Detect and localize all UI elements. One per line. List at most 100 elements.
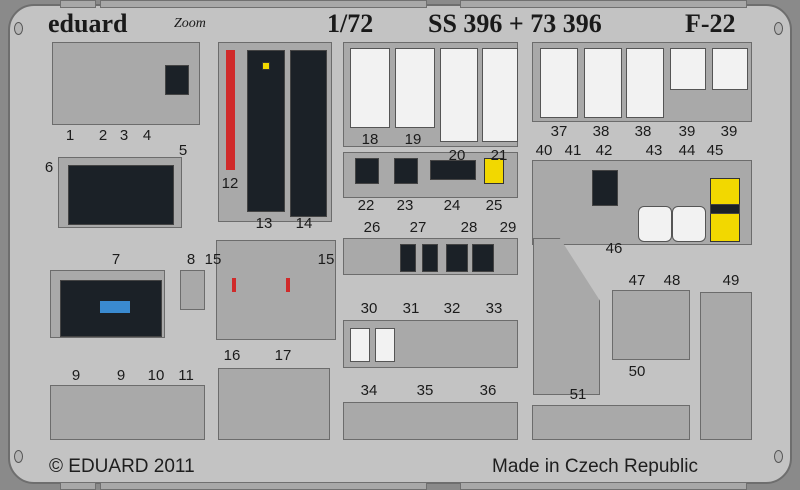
part-23: [394, 158, 418, 184]
part-number-label: 19: [404, 131, 422, 148]
part-49: [700, 292, 752, 440]
part-number-label: 21: [490, 147, 508, 164]
part-number-label: 24: [443, 197, 461, 214]
copyright: © EDUARD 2011: [49, 456, 195, 477]
part-30: [375, 328, 395, 362]
part-25: [484, 158, 504, 184]
part-44: [672, 206, 706, 242]
part-number-label: 31: [402, 300, 420, 317]
part-number-label: 28: [460, 219, 478, 236]
part-number-label: 30: [360, 300, 378, 317]
mounting-hole: [774, 22, 783, 35]
part-number-label: 49: [722, 272, 740, 289]
part-13: [247, 50, 285, 212]
part-6-panel: [68, 165, 174, 225]
part-number-label: 42: [595, 142, 613, 159]
scale-label: 1/72: [327, 9, 374, 38]
mfd-display: [100, 301, 130, 313]
part-37: [540, 48, 578, 118]
part-number-label: 22: [357, 197, 375, 214]
part-20: [440, 48, 478, 142]
part-number-label: 17: [274, 347, 292, 364]
part-number-label: 38: [592, 123, 610, 140]
part-38: [584, 48, 622, 118]
sprue-tab: [100, 482, 427, 490]
part-group-15: [216, 240, 336, 340]
part-39: [670, 48, 706, 90]
part-number-label: 41: [564, 142, 582, 159]
part-number-label: 14: [295, 215, 313, 232]
part-number-label: 37: [550, 123, 568, 140]
part-39: [712, 48, 748, 90]
part-24: [430, 160, 476, 180]
part-number-label: 18: [361, 131, 379, 148]
part-group-16-17: [218, 368, 330, 440]
part-number-label: 51: [569, 386, 587, 403]
part-30: [350, 328, 370, 362]
zoom-logo: Zoom: [174, 16, 206, 31]
part-number-label: 34: [360, 382, 378, 399]
part-number-label: 46: [605, 240, 623, 257]
part-19: [395, 48, 435, 128]
part-15-red: [286, 278, 290, 292]
part-number-label: 23: [396, 197, 414, 214]
part-number-label: 39: [678, 123, 696, 140]
part-18: [350, 48, 390, 128]
part-number-label: 4: [142, 127, 152, 144]
part-number-label: 43: [645, 142, 663, 159]
part-number-label: 11: [178, 367, 194, 384]
part-group-47-50: [612, 290, 690, 360]
part-number-label: 3: [119, 127, 129, 144]
origin-label: Made in Czech Republic: [492, 456, 698, 477]
part-14: [290, 50, 327, 217]
part-number-label: 40: [535, 142, 553, 159]
sprue-tab: [460, 482, 747, 490]
part-number-label: 48: [663, 272, 681, 289]
part-number-label: 15: [317, 251, 335, 268]
part-number-label: 9: [116, 367, 126, 384]
part-42: [592, 170, 618, 206]
mounting-hole: [14, 450, 23, 463]
part-number-label: 38: [634, 123, 652, 140]
part-number-label: 2: [98, 127, 108, 144]
part-number-label: 16: [223, 347, 241, 364]
part-group-30-33: [343, 320, 518, 368]
part-12: [226, 50, 235, 170]
part-number-label: 15: [204, 251, 222, 268]
part-number-label: 33: [485, 300, 503, 317]
part-number-label: 8: [186, 251, 196, 268]
part-51: [532, 405, 690, 440]
part-number-label: 13: [255, 215, 273, 232]
sprue-tab: [60, 482, 96, 490]
part-group-34-36: [343, 402, 518, 440]
part-27: [422, 244, 438, 272]
sprue-tab: [100, 0, 427, 8]
sprue-tab: [60, 0, 96, 8]
part-number-label: 39: [720, 123, 738, 140]
part-number-label: 20: [448, 147, 466, 164]
part-number-label: 35: [416, 382, 434, 399]
part-22: [355, 158, 379, 184]
part-number-label: 12: [221, 175, 239, 192]
sprue-tab: [460, 0, 747, 8]
part-number-label: 44: [678, 142, 696, 159]
part-number-label: 36: [479, 382, 497, 399]
part-number-label: 1: [65, 127, 75, 144]
part-28: [446, 244, 468, 272]
indicator: [262, 62, 270, 70]
part-number-label: 27: [409, 219, 427, 236]
part-number-label: 7: [111, 251, 121, 268]
set-codes: SS 396 + 73 396: [428, 9, 602, 38]
part-number-label: 32: [443, 300, 461, 317]
mounting-hole: [14, 22, 23, 35]
part-8: [180, 270, 205, 310]
aircraft-label: F-22: [685, 9, 736, 38]
part-number-label: 45: [706, 142, 724, 159]
part-number-label: 29: [499, 219, 517, 236]
part-number-label: 6: [44, 159, 54, 176]
part-number-label: 26: [363, 219, 381, 236]
part-45-band: [710, 204, 740, 214]
part-number-label: 47: [628, 272, 646, 289]
part-number-label: 5: [178, 142, 188, 159]
part-43: [638, 206, 672, 242]
